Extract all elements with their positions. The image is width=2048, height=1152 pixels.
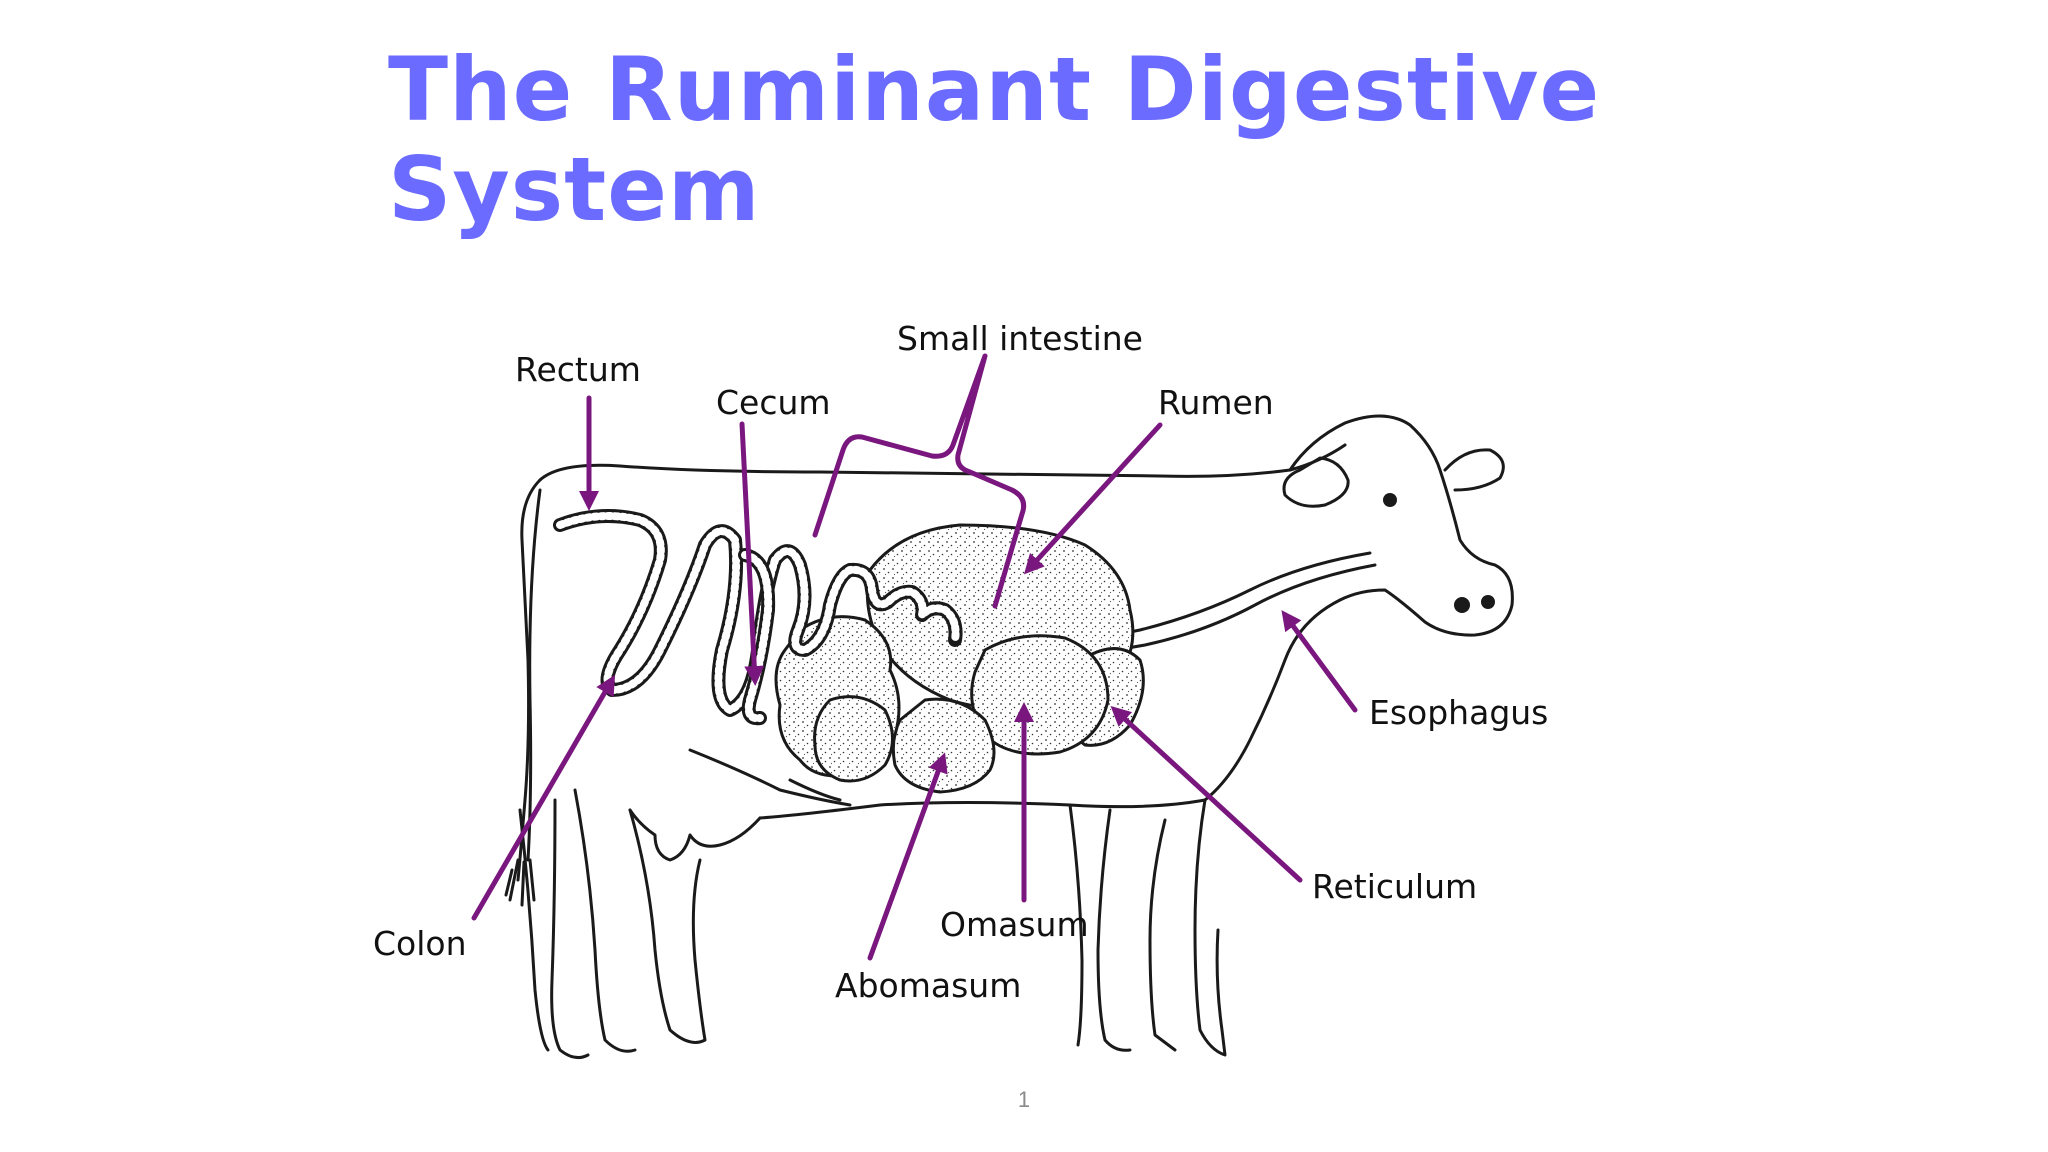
arrow-abomasum bbox=[867, 752, 948, 961]
arrow-colon bbox=[471, 674, 616, 921]
label-small-intestine: Small intestine bbox=[897, 319, 1143, 358]
abomasum-organ bbox=[891, 697, 996, 794]
diagram-labels: Rectum Cecum Small intestine Rumen Esoph… bbox=[373, 319, 1548, 1005]
digestive-organs bbox=[553, 509, 1377, 794]
arrow-rumen bbox=[1023, 422, 1163, 575]
pointer-arrows bbox=[471, 353, 1358, 961]
bracket-small-intestine bbox=[812, 353, 1027, 609]
label-esophagus: Esophagus bbox=[1369, 693, 1548, 732]
page-number: 1 bbox=[1018, 1087, 1030, 1112]
arrow-esophagus bbox=[1281, 610, 1358, 713]
label-rectum: Rectum bbox=[515, 350, 641, 389]
cow-outline bbox=[504, 414, 1514, 1060]
label-rumen: Rumen bbox=[1158, 383, 1274, 422]
label-cecum: Cecum bbox=[716, 383, 831, 422]
slide-title: The Ruminant Digestive System bbox=[388, 38, 1601, 241]
label-reticulum: Reticulum bbox=[1312, 867, 1477, 906]
label-abomasum: Abomasum bbox=[835, 966, 1021, 1005]
label-colon: Colon bbox=[373, 924, 467, 963]
label-omasum: Omasum bbox=[940, 905, 1089, 944]
arrow-reticulum bbox=[1110, 705, 1303, 883]
arrow-cecum bbox=[739, 421, 765, 686]
